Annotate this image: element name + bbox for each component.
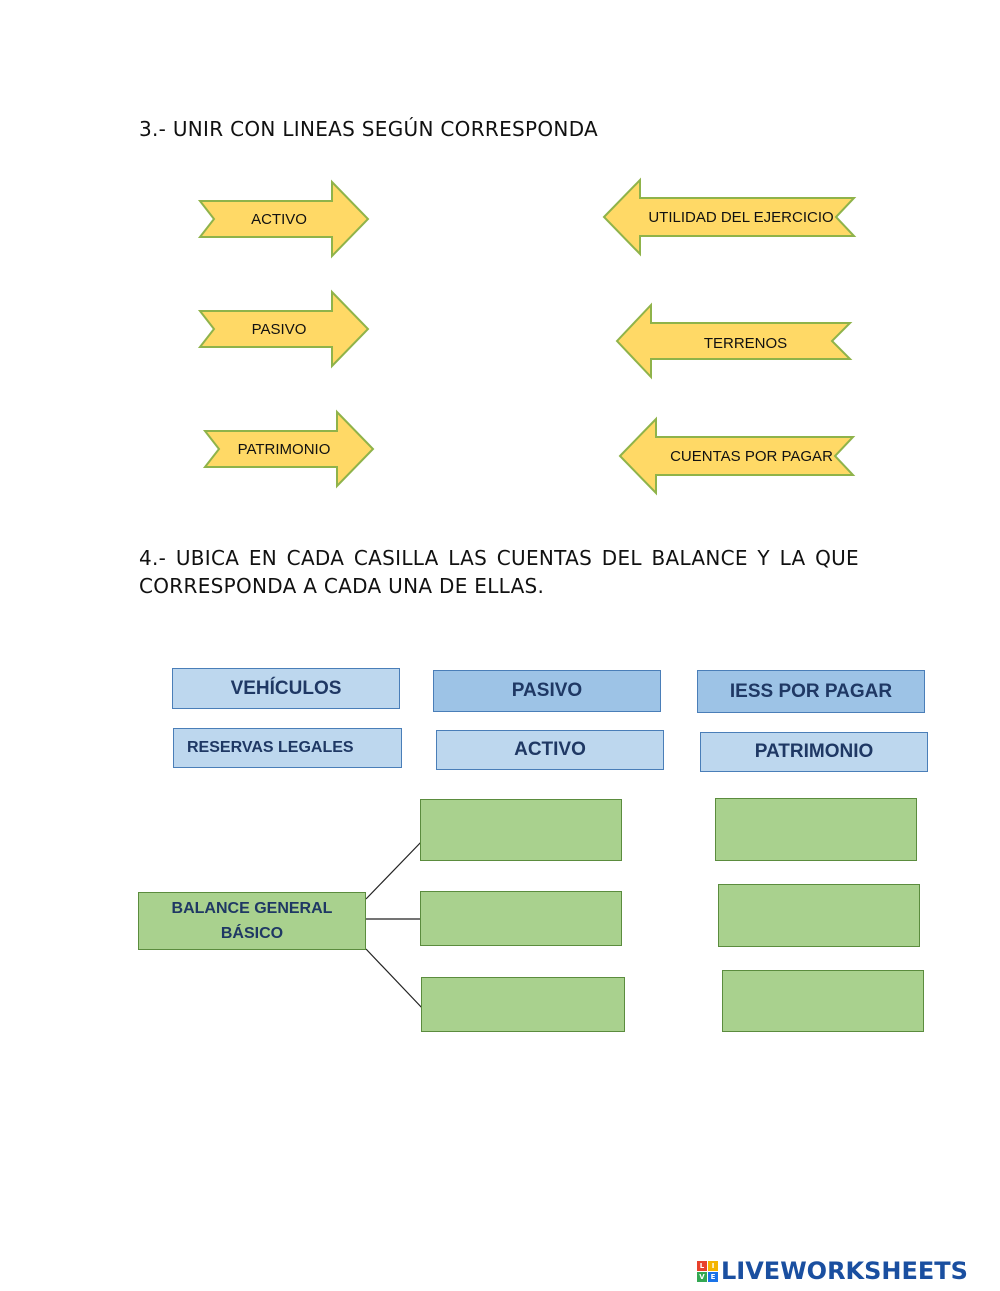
arrow-right-shape — [202, 409, 375, 489]
arrow-label: UTILIDAD DEL EJERCICIO — [648, 208, 834, 226]
arrow-label: TERRENOS — [703, 334, 788, 352]
arrow-label: ACTIVO — [251, 210, 307, 228]
drop-box-right-3[interactable] — [722, 970, 924, 1032]
question-3-title: 3.- UNIR CON LINEAS SEGÚN CORRESPONDA — [139, 117, 599, 141]
balance-box-line2: BÁSICO — [220, 925, 284, 942]
logo-mark-icon: L I V E — [697, 1260, 718, 1282]
arrow-terrenos[interactable]: TERRENOS — [615, 302, 853, 380]
balance-general-box: BALANCE GENERAL BÁSICO — [138, 892, 366, 950]
logo-text: LIVEWORKSHEETS — [721, 1257, 968, 1285]
arrow-left-shape — [615, 302, 853, 380]
arrow-pasivo[interactable]: PASIVO — [197, 289, 370, 369]
arrow-right-shape — [197, 179, 370, 259]
drop-box-middle-3[interactable] — [421, 977, 625, 1032]
chip-vehiculos[interactable]: VEHÍCULOS — [172, 668, 400, 709]
arrow-patrimonio[interactable]: PATRIMONIO — [202, 409, 375, 489]
chip-activo[interactable]: ACTIVO — [436, 730, 664, 770]
balance-box-line1: BALANCE GENERAL — [171, 900, 333, 917]
liveworksheets-logo: L I V E LIVEWORKSHEETS — [697, 1256, 968, 1286]
arrow-label: CUENTAS POR PAGAR — [670, 447, 833, 465]
arrow-label: PATRIMONIO — [237, 440, 331, 458]
arrow-cuentas-por-pagar[interactable]: CUENTAS POR PAGAR — [618, 416, 856, 496]
arrow-right-shape — [197, 289, 370, 369]
question-4-title: 4.- UBICA EN CADA CASILLA LAS CUENTAS DE… — [139, 546, 859, 598]
drop-box-right-1[interactable] — [715, 798, 917, 861]
chip-reservas-legales[interactable]: RESERVAS LEGALES — [173, 728, 402, 768]
chip-patrimonio[interactable]: PATRIMONIO — [700, 732, 928, 772]
arrow-activo[interactable]: ACTIVO — [197, 179, 370, 259]
arrow-utilidad-del-ejercicio[interactable]: UTILIDAD DEL EJERCICIO — [602, 177, 857, 257]
arrow-label: PASIVO — [251, 320, 307, 338]
chip-pasivo[interactable]: PASIVO — [433, 670, 661, 712]
chip-iess-por-pagar[interactable]: IESS POR PAGAR — [697, 670, 925, 713]
drop-box-middle-1[interactable] — [420, 799, 622, 861]
drop-box-middle-2[interactable] — [420, 891, 622, 946]
arrow-left-shape — [602, 177, 857, 257]
arrow-left-shape — [618, 416, 856, 496]
drop-box-right-2[interactable] — [718, 884, 920, 947]
